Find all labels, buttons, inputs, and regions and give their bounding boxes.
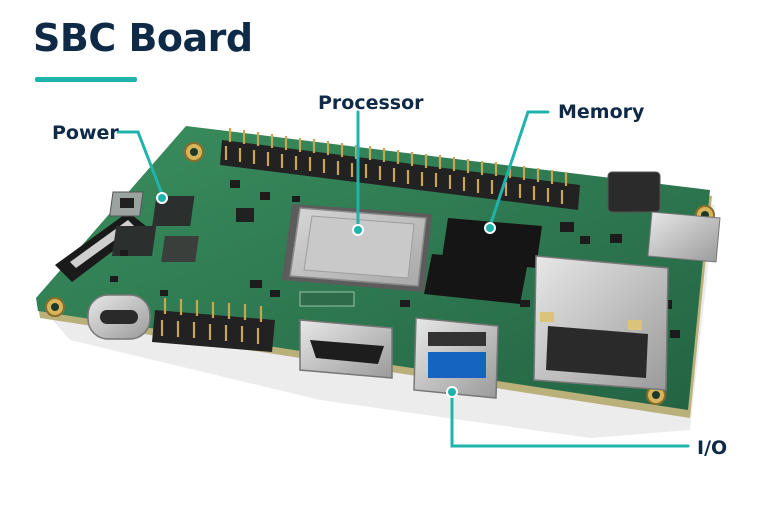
power-callout-line	[116, 130, 164, 196]
callout-dots	[156, 192, 496, 398]
gpio-header	[220, 128, 580, 210]
io-callout-line	[450, 390, 690, 448]
right-side-ports	[607, 171, 721, 263]
power-label: Power	[52, 122, 119, 144]
title-underline	[35, 77, 137, 82]
power-components	[109, 191, 254, 262]
secondary-pin-header	[152, 298, 275, 352]
callout-lines	[116, 110, 690, 448]
processor-label: Processor	[318, 92, 424, 114]
usb-c-port	[87, 294, 151, 340]
memory-label: Memory	[558, 101, 645, 123]
memory-chips	[424, 218, 542, 304]
hdmi-port	[299, 319, 393, 379]
processor-chip	[282, 204, 432, 292]
ethernet-port	[533, 255, 669, 391]
page-title: SBC Board	[33, 16, 253, 60]
memory-callout-line	[488, 110, 550, 228]
usb3-port	[413, 317, 499, 399]
io-label: I/O	[697, 437, 728, 459]
